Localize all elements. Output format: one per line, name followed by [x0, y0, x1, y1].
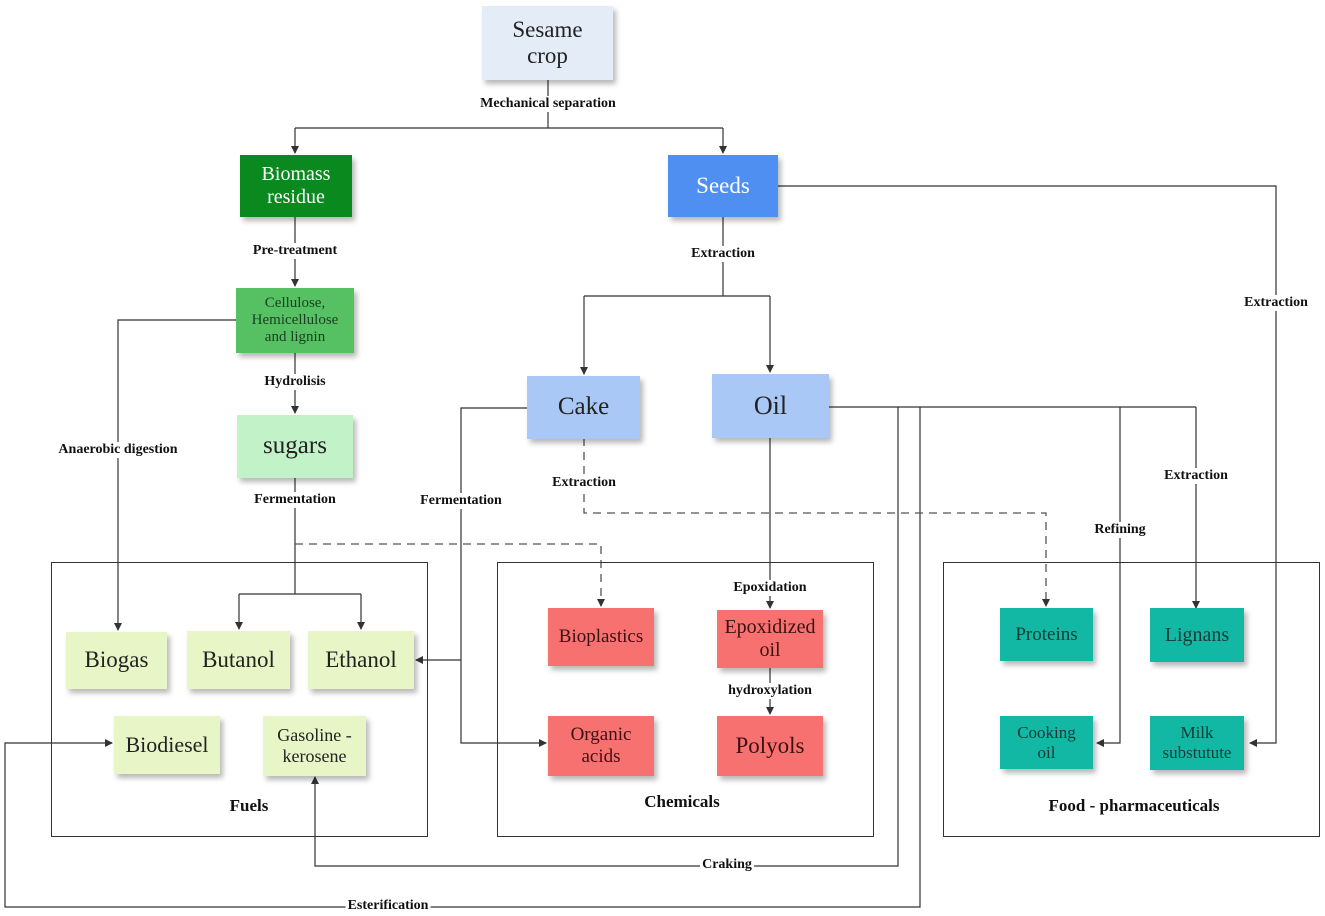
sesame-crop-node: Sesame crop: [482, 6, 613, 80]
biomass-residue-node: Biomass residue: [240, 155, 352, 217]
refining-label: Refining: [1092, 522, 1148, 538]
bioplastics-node: Bioplastics: [548, 608, 654, 666]
organic-acids-label: Organic acids: [570, 724, 632, 767]
bioplastics-label: Bioplastics: [558, 626, 644, 648]
oil-node: Oil: [712, 374, 829, 438]
organic-acids-node: Organic acids: [548, 716, 654, 776]
polyols-label: Polyols: [735, 732, 805, 758]
oil-label: Oil: [753, 391, 788, 421]
chemicals-group-box: [497, 562, 874, 837]
extraction-cake-label: Extraction: [550, 475, 618, 491]
cooking-oil-node: Cooking oil: [1000, 716, 1093, 769]
chemicals-group-label: Chemicals: [644, 792, 720, 811]
milk-substitute-label: Milk substutute: [1162, 723, 1232, 762]
gasoline-kerosene-node: Gasoline - kerosene: [263, 716, 366, 776]
esterification-label: Esterification: [345, 898, 431, 914]
hydroxylation-label: hydroxylation: [726, 683, 814, 699]
biogas-label: Biogas: [84, 647, 149, 673]
fuels-group-label: Fuels: [229, 796, 269, 815]
food-group-label: Food - pharmaceuticals: [1048, 796, 1220, 815]
fermentation-sugars-label: Fermentation: [252, 492, 338, 508]
mechanical-separation-label: Mechanical separation: [478, 96, 618, 112]
biodiesel-label: Biodiesel: [125, 732, 209, 758]
lignans-node: Lignans: [1150, 608, 1244, 662]
cake-label: Cake: [557, 393, 610, 421]
food-group-box: [943, 562, 1320, 837]
epoxidized-oil-label: Epoxidized oil: [724, 616, 816, 661]
cooking-oil-label: Cooking oil: [1017, 722, 1076, 762]
fuels-group-box: [51, 562, 428, 837]
biomass-residue-label: Biomass residue: [261, 163, 331, 208]
biodiesel-node: Biodiesel: [114, 716, 220, 774]
seeds-node: Seeds: [668, 155, 778, 217]
cake-node: Cake: [527, 376, 640, 439]
hydrolisis-label: Hydrolisis: [262, 374, 328, 390]
butanol-label: Butanol: [202, 646, 275, 672]
biogas-node: Biogas: [66, 632, 167, 689]
cellulose-label: Cellulose, Hemicellulose and lignin: [251, 294, 339, 346]
epoxidized-oil-node: Epoxidized oil: [717, 610, 823, 668]
anaerobic-digestion-label: Anaerobic digestion: [56, 442, 180, 458]
ethanol-label: Ethanol: [325, 646, 397, 672]
milk-substitute-node: Milk substutute: [1150, 716, 1244, 770]
extraction-right-label: Extraction: [1242, 295, 1310, 311]
pre-treatment-label: Pre-treatment: [250, 243, 340, 259]
sesame-crop-label: Sesame crop: [512, 16, 583, 68]
ethanol-node: Ethanol: [308, 631, 414, 689]
proteins-node: Proteins: [1000, 608, 1093, 661]
sugars-node: sugars: [237, 415, 353, 478]
gasoline-kerosene-label: Gasoline - kerosene: [277, 725, 352, 766]
extraction-oil-label: Extraction: [1162, 468, 1230, 484]
sugars-label: sugars: [263, 432, 327, 460]
butanol-node: Butanol: [187, 631, 290, 689]
epoxidation-label: Epoxidation: [731, 580, 809, 596]
proteins-label: Proteins: [1015, 623, 1078, 645]
cellulose-node: Cellulose, Hemicellulose and lignin: [236, 288, 354, 353]
lignans-label: Lignans: [1164, 623, 1230, 646]
fermentation-cake-label: Fermentation: [418, 493, 504, 509]
extraction-seeds-label: Extraction: [689, 246, 757, 262]
polyols-node: Polyols: [717, 716, 823, 776]
craking-label: Craking: [700, 857, 754, 873]
seeds-label: Seeds: [696, 172, 750, 198]
